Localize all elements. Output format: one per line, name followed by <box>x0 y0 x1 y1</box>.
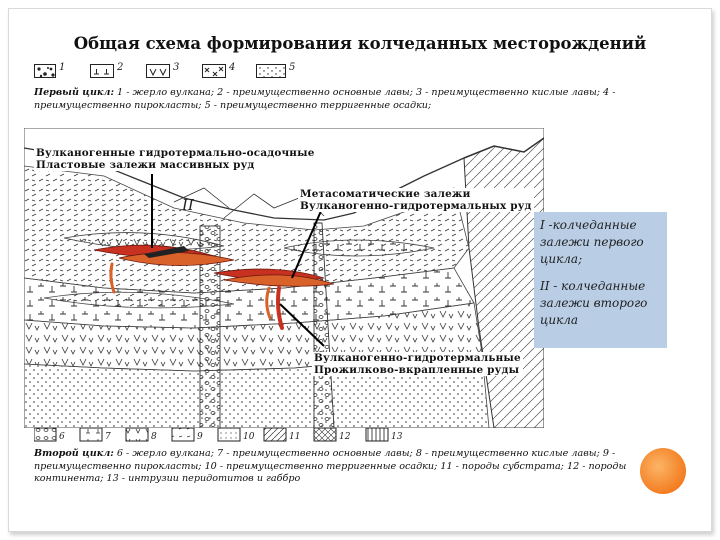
legend-second-cycle: 6 7 8 9 10 11 12 13 <box>34 426 454 444</box>
pattern-swatch-5 <box>256 64 286 78</box>
legend-num-12: 12 <box>339 432 351 442</box>
first-cycle-text: 1 - жерло вулкана; 2 - преимущественно о… <box>34 87 615 111</box>
callout-stockwork-ores: Вулканогенно-гидротермальные Прожилково-… <box>312 352 523 376</box>
slide-title: Общая схема формирования колчеданных мес… <box>60 34 660 53</box>
geological-cross-section: II <box>24 128 544 428</box>
pattern-swatch-3 <box>146 64 170 78</box>
cycle-key-first: I -колчеданные залежи первого цикла; <box>540 217 661 268</box>
legend-first-cycle: 1 2 3 4 5 <box>34 62 304 82</box>
legend-num-5: 5 <box>289 62 295 73</box>
callout-stratiform-line: Вулканогенные гидротермально-осадочные П… <box>36 147 315 171</box>
second-cycle-caption: Второй цикл: 6 - жерло вулкана; 7 - преи… <box>34 448 630 486</box>
cycle-key-second: II - колчеданные залежи второго цикла <box>540 278 661 329</box>
callout-stockwork-line: Вулканогенно-гидротермальные Прожилково-… <box>314 352 521 376</box>
callout-metasomatic-line: Метасоматические залежи Вулканогенно-гид… <box>300 188 532 212</box>
callout-metasomatic-ores: Метасоматические залежи Вулканогенно-гид… <box>298 188 534 212</box>
legend-num-11: 11 <box>289 432 300 442</box>
label-roman-ii: II <box>181 196 195 214</box>
legend-num-4: 4 <box>229 62 235 73</box>
legend-num-9: 9 <box>197 432 203 442</box>
second-cycle-lead: Второй цикл: <box>34 448 114 459</box>
first-cycle-caption: Первый цикл: 1 - жерло вулкана; 2 - преи… <box>34 87 684 112</box>
pattern-swatch-4 <box>202 64 226 78</box>
legend-num-2: 2 <box>117 62 123 73</box>
legend-num-8: 8 <box>151 432 157 442</box>
legend-num-3: 3 <box>173 62 179 73</box>
legend-num-7: 7 <box>105 432 111 442</box>
pattern-swatch-2 <box>90 64 114 78</box>
cycle-key-box: I -колчеданные залежи первого цикла; II … <box>534 212 667 348</box>
legend-num-13: 13 <box>391 432 403 442</box>
second-cycle-text: 6 - жерло вулкана; 7 - преимущественно о… <box>34 448 626 484</box>
legend-num-10: 10 <box>243 432 255 442</box>
first-cycle-lead: Первый цикл: <box>34 87 114 98</box>
pattern-swatch-1 <box>34 64 56 78</box>
decorative-orange-circle <box>640 448 686 494</box>
callout-stratiform-ores: Вулканогенные гидротермально-осадочные П… <box>34 147 317 171</box>
legend-num-1: 1 <box>59 62 65 73</box>
legend-num-6: 6 <box>59 432 65 442</box>
